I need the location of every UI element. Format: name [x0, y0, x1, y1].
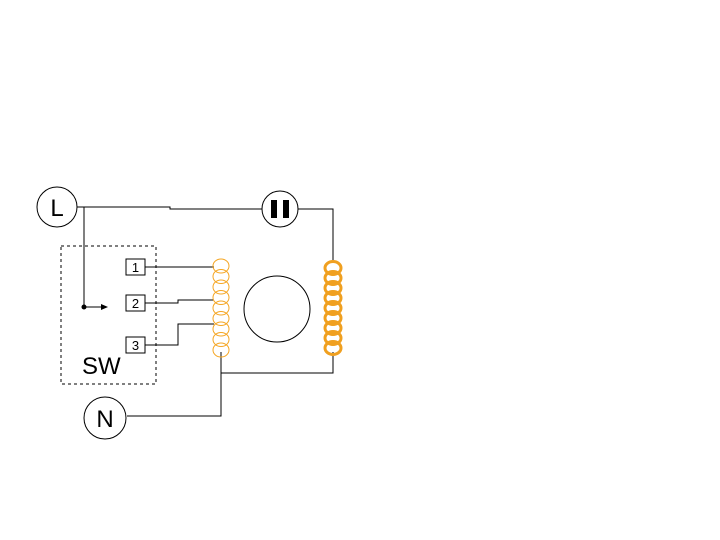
switch-position-1: 1: [125, 258, 146, 276]
run-winding-loop: [212, 342, 230, 358]
start-winding-loop: [323, 310, 343, 326]
switch-position-1-label: 1: [132, 260, 139, 275]
run-winding-loop: [212, 258, 230, 274]
switch-position-2-label: 2: [132, 296, 139, 311]
run-winding-loop: [212, 332, 230, 347]
start-winding-loop: [323, 320, 343, 336]
wire-tap-3: [145, 323, 214, 346]
start-winding-loop: [323, 340, 343, 356]
switch-position-2: 2: [125, 294, 146, 312]
run-winding: [212, 258, 230, 358]
run-winding-loop: [212, 300, 230, 316]
switch-label: SW: [82, 353, 121, 380]
line-terminal: L: [36, 186, 78, 228]
wire-windings-common: [220, 352, 334, 374]
run-winding-loop: [212, 311, 230, 326]
neutral-terminal-label: N: [96, 406, 113, 433]
wire-tap-2: [145, 299, 214, 304]
switch-arrow-head: [101, 304, 108, 310]
start-winding-loop: [323, 280, 343, 296]
start-winding-loop: [323, 260, 343, 276]
wire-to-neutral: [127, 373, 222, 417]
wire-capacitor-to-start-winding: [298, 208, 334, 262]
run-winding-loop: [212, 290, 230, 305]
switch-position-3: 3: [125, 336, 146, 354]
wires: [77, 206, 334, 417]
switch-position-3-label: 3: [132, 338, 139, 353]
wire-l-to-capacitor: [77, 206, 262, 210]
start-winding: [323, 260, 343, 356]
capacitor-icon: [261, 190, 299, 228]
line-terminal-label: L: [50, 195, 63, 222]
run-winding-loop: [212, 321, 230, 337]
start-winding-loop: [323, 300, 343, 316]
switch-box: [60, 245, 157, 385]
start-winding-loop: [323, 270, 343, 286]
rotor-circle: [243, 275, 311, 343]
start-winding-loop: [323, 330, 343, 346]
junction-dot: [81, 304, 87, 310]
run-winding-loop: [212, 279, 230, 295]
run-winding-loop: [212, 269, 230, 284]
neutral-terminal: N: [83, 396, 127, 440]
start-winding-loop: [323, 290, 343, 306]
